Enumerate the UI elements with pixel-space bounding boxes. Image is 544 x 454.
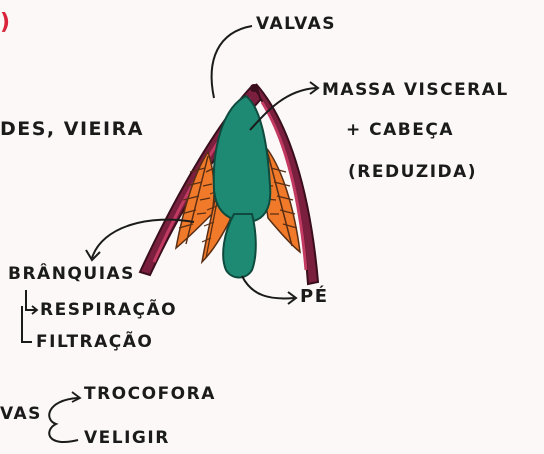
- arrow-valvas: [212, 26, 252, 98]
- hinge: [250, 84, 258, 92]
- label-reduzida: (REDUZIDA): [348, 162, 477, 182]
- visceral-mass: [214, 96, 271, 222]
- arrow-filtracao: [22, 306, 32, 342]
- label-filtracao: FILTRAÇÃO: [36, 332, 153, 352]
- corner-fragment: ): [0, 10, 12, 35]
- label-branquias: BRÂNQUIAS: [8, 264, 135, 284]
- label-respiracao: RESPIRAÇÃO: [40, 300, 177, 320]
- label-pe: PÉ: [300, 286, 329, 307]
- left-text-fragment: DES, VIEIRA: [0, 118, 144, 140]
- label-veligir: VELIGIR: [84, 428, 170, 448]
- label-massa-visceral: MASSA VISCERAL: [322, 80, 509, 100]
- label-larvas-fragment: VAS: [0, 404, 42, 424]
- arrow-pe: [242, 276, 294, 298]
- larvas-brace: [49, 398, 78, 442]
- label-trocofora: TROCOFORA: [84, 384, 216, 404]
- label-mais-cabeca: + CABEÇA: [346, 120, 454, 140]
- label-valvas: VALVAS: [256, 14, 336, 34]
